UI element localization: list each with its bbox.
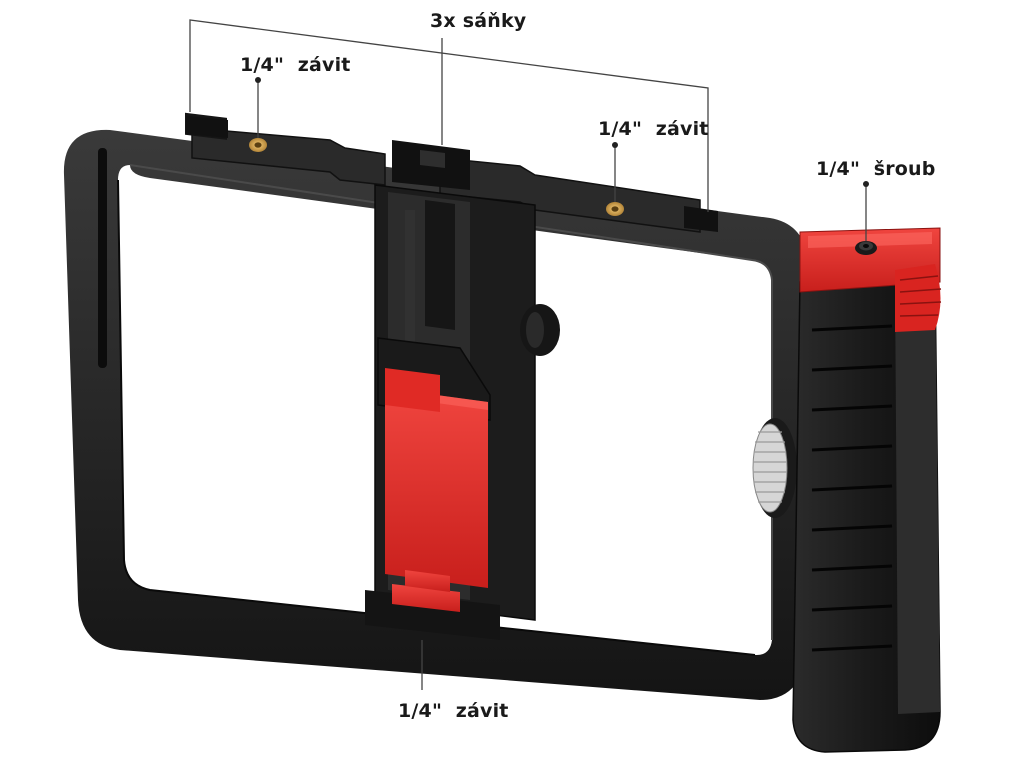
callout-screw-label: 1/4" šroub <box>816 158 936 180</box>
handle-red-wheel <box>895 264 941 332</box>
cold-shoe-mount <box>684 206 718 232</box>
top-rail-plate <box>191 127 386 186</box>
leader-dots <box>255 77 869 187</box>
callout-thread-left-label: 1/4" závit <box>240 54 351 76</box>
clamp-red-pad <box>385 388 488 588</box>
cage-frame <box>63 129 809 701</box>
callout-thread-right-label: 1/4" závit <box>598 118 709 140</box>
callout-thread-bottom-label: 1/4" závit <box>398 700 509 722</box>
grip-ridges <box>811 324 893 652</box>
frame-slot <box>98 148 107 368</box>
cold-shoe-mount <box>186 116 228 138</box>
callout-slides-label: 3x sáňky <box>430 10 527 32</box>
leader-lines <box>189 19 867 690</box>
